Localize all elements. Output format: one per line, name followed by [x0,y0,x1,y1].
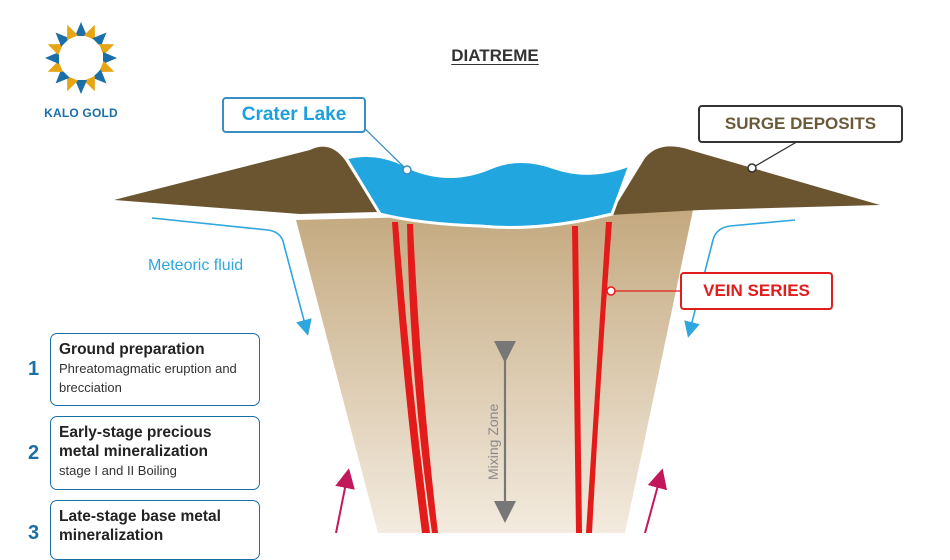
stage-card-2: Early-stage precious metal mineralizatio… [50,416,260,490]
stage-number-3: 3 [28,522,40,544]
meteoric-fluid-arrow-left [151,217,312,336]
mixing-zone-label: Mixing Zone [485,404,501,480]
stage-card-3: Late-stage base metal mineralization [50,500,260,560]
upflow-arrow-left [335,468,355,534]
stage-description-1: Phreatomagmatic eruption and brecciation [59,361,237,395]
stage-card-1: Ground preparation Phreatomagmatic erupt… [50,333,260,406]
diagram-graphic: Mixing Zone [45,22,880,534]
vein-series [392,222,612,533]
diagram-title: DIATREME [451,46,539,65]
crater-lake-water [343,154,633,229]
stage-title-2: Early-stage precious metal mineralizatio… [59,424,212,460]
upflow-arrow-right [644,468,668,534]
stage-number-1: 1 [28,358,40,380]
stage-title-3: Late-stage base metal mineralization [59,508,221,544]
meteoric-fluid-arrow-right [684,219,796,338]
meteoric-fluid-label: Meteoric fluid [148,257,244,274]
surge-deposits-callout: SURGE DEPOSITS [698,105,903,143]
diatreme-pipe [296,210,693,533]
sunburst-logo-icon [45,22,117,94]
stage-title-1: Ground preparation [59,341,205,358]
surge-deposits-left [114,146,378,214]
brand-name: KALO GOLD [44,106,118,120]
stage-number-2: 2 [28,442,40,464]
stage-description-2: stage I and II Boiling [59,463,177,478]
vein-series-callout: VEIN SERIES [680,272,833,310]
diatreme-diagram: Mixing Zone KALO GOLD DIATREME Crater La… [28,22,903,560]
crater-lake-callout: Crater Lake [222,97,366,133]
surge-deposits-right [610,146,880,215]
